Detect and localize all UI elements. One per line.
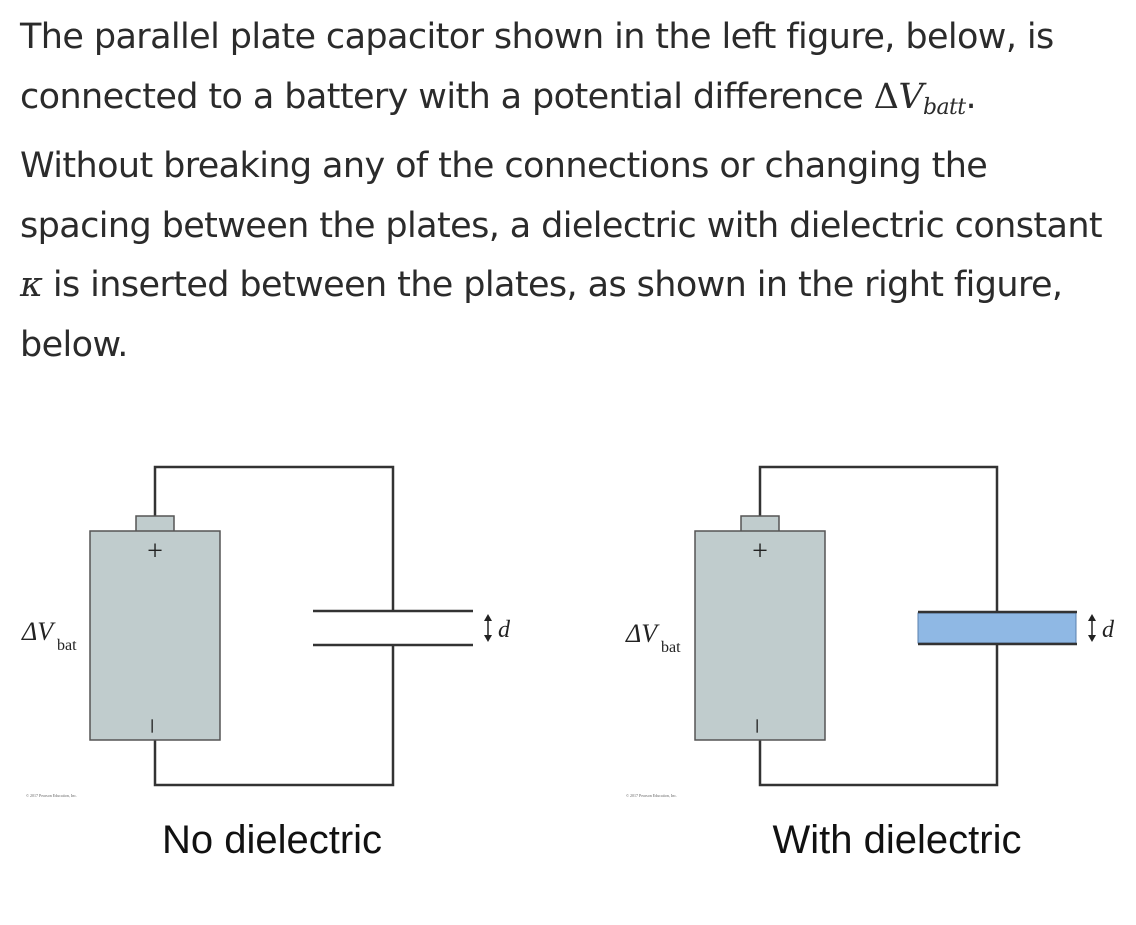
gap-dimension-arrow bbox=[484, 614, 492, 642]
battery-minus-sign: – bbox=[745, 719, 774, 734]
bottom-wire bbox=[153, 645, 395, 787]
batt-subscript: batt bbox=[923, 94, 966, 120]
gap-dimension-arrow bbox=[1088, 614, 1096, 642]
battery-voltage-label: ΔV bbox=[21, 617, 56, 646]
question-line-4: spacing between the plates, a dielectric… bbox=[20, 205, 1103, 246]
question-line-6: below. bbox=[20, 324, 128, 365]
question-text: The parallel plate capacitor shown in th… bbox=[20, 8, 1120, 375]
caption-no-dielectric: No dielectric bbox=[162, 818, 382, 862]
copyright-note: © 2017 Pearson Education, Inc. bbox=[26, 793, 77, 799]
battery-terminal bbox=[135, 515, 175, 533]
bottom-wire bbox=[758, 644, 999, 787]
v-symbol: V bbox=[898, 76, 924, 117]
question-line-5: κ is inserted between the plates, as sho… bbox=[20, 256, 1120, 316]
question-line-3: Without breaking any of the connections … bbox=[20, 146, 988, 186]
battery-terminal bbox=[740, 515, 780, 533]
kappa-symbol: κ bbox=[20, 265, 43, 305]
battery-voltage-subscript: bat bbox=[661, 639, 681, 656]
question-line-5-text: is inserted between the plates, as shown… bbox=[42, 265, 1063, 305]
circuit-with-dielectric: + – d ΔV bat © 2017 Pearson Education, I… bbox=[625, 465, 1115, 862]
battery-plus-sign: + bbox=[752, 536, 768, 567]
gap-label-d: d bbox=[1102, 617, 1115, 643]
delta-v-batt-math: ΔVbatt bbox=[873, 76, 966, 120]
battery bbox=[89, 530, 221, 741]
copyright-note: © 2017 Pearson Education, Inc. bbox=[626, 793, 677, 799]
circuit-no-dielectric: + – d ΔV bat © 2017 Pearson Education, I… bbox=[21, 465, 511, 862]
battery-voltage-subscript: bat bbox=[57, 637, 77, 654]
battery-voltage-label: ΔV bbox=[625, 619, 660, 648]
battery bbox=[694, 530, 826, 741]
question-line-2-prefix: connected to a battery with a potential … bbox=[20, 76, 874, 117]
top-wire bbox=[758, 465, 999, 612]
battery-plus-sign: + bbox=[147, 536, 163, 567]
question-line-2: connected to a battery with a potential … bbox=[20, 68, 1120, 138]
top-wire bbox=[153, 465, 395, 611]
caption-with-dielectric: With dielectric bbox=[773, 818, 1022, 862]
gap-label-d: d bbox=[498, 617, 511, 643]
question-line-2-suffix: . bbox=[965, 76, 977, 117]
question-line-1: The parallel plate capacitor shown in th… bbox=[20, 17, 1054, 57]
delta-symbol: Δ bbox=[873, 76, 899, 117]
dielectric-slab bbox=[917, 612, 1077, 644]
battery-minus-sign: – bbox=[140, 719, 169, 734]
